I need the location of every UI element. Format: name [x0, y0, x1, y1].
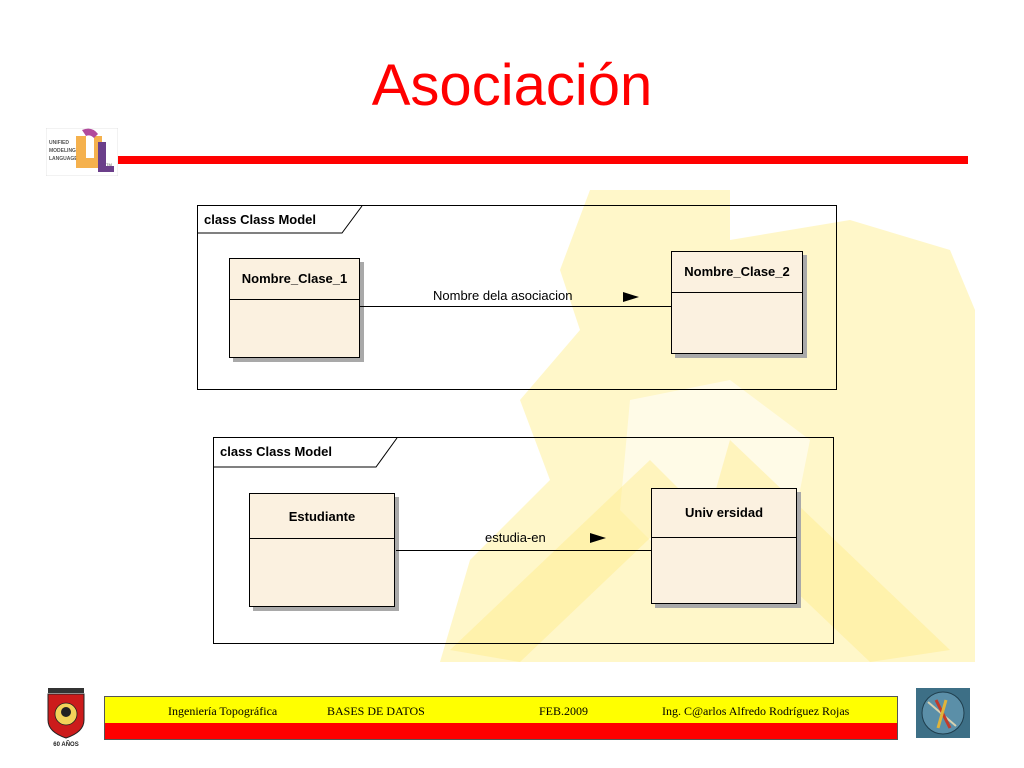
uml-logo: UNIFIED MODELING LANGUAGE TM [45, 127, 119, 177]
university-emblem: 60 AÑOS [42, 686, 90, 748]
class-name: Nombre_Clase_2 [672, 252, 802, 293]
direction-arrow-icon [590, 533, 606, 543]
frame-label: class Class Model [204, 212, 316, 227]
class-box-left[interactable]: Estudiante [249, 493, 395, 607]
class-name: Univ ersidad [652, 489, 796, 538]
diagram-frame-2: class Class Model Estudiante Univ ersida… [213, 437, 834, 644]
association-label: Nombre dela asociacion [433, 288, 573, 303]
footer-program: Ingeniería Topográfica [168, 704, 278, 718]
logo-line-3: LANGUAGE [49, 156, 78, 162]
title-underline [118, 156, 968, 164]
watermark-logo [430, 180, 975, 662]
slide-title: Asociación [371, 53, 653, 118]
logo-line-2: MODELING [49, 148, 76, 154]
class-box-right[interactable]: Nombre_Clase_2 [671, 251, 803, 354]
diagram-frame-1: class Class Model Nombre_Clase_1 Nombre_… [197, 205, 837, 390]
faculty-emblem [916, 688, 970, 738]
emblem-caption: 60 AÑOS [53, 741, 78, 748]
association-line[interactable] [359, 306, 671, 307]
logo-line-1: UNIFIED [49, 140, 69, 146]
footer-author: Ing. C@arlos Alfredo Rodríguez Rojas [662, 704, 850, 718]
footer-date: FEB.2009 [539, 704, 589, 718]
class-name: Nombre_Clase_1 [230, 259, 359, 300]
footer-bar: Ingeniería Topográfica BASES DE DATOS FE… [104, 696, 898, 740]
class-name: Estudiante [250, 494, 394, 539]
logo-tm: TM [106, 162, 112, 167]
association-line[interactable] [396, 550, 652, 551]
direction-arrow-icon [623, 292, 639, 302]
class-box-right[interactable]: Univ ersidad [651, 488, 797, 604]
association-label: estudia-en [485, 530, 546, 545]
footer-course: BASES DE DATOS [327, 704, 425, 718]
class-box-left[interactable]: Nombre_Clase_1 [229, 258, 360, 358]
frame-label: class Class Model [220, 444, 332, 459]
